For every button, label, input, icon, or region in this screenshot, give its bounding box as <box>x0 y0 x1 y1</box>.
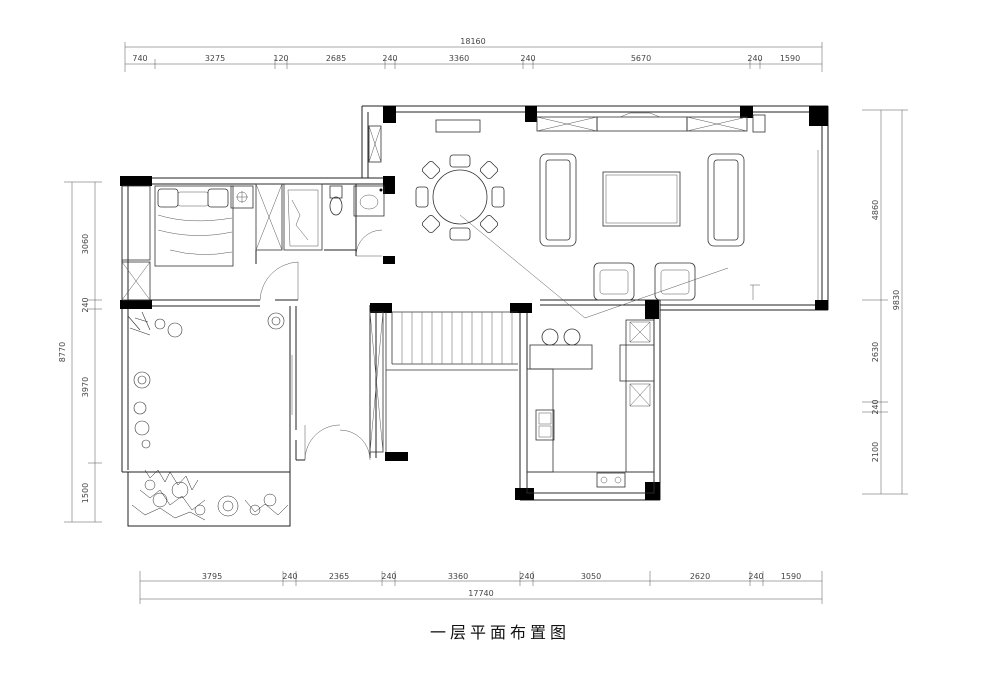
garden-plants <box>127 311 293 521</box>
bottom-dim-1: 3795 <box>202 572 222 581</box>
bottom-dim-3: 2365 <box>329 572 349 581</box>
top-dim-10: 1590 <box>780 54 800 63</box>
bottom-dim-4: 240 <box>381 572 396 581</box>
right-dim-2: 2630 <box>871 342 880 362</box>
top-dim-4: 2685 <box>326 54 346 63</box>
bottom-total-dimension: 17740 <box>468 589 493 598</box>
top-dim-8: 5670 <box>631 54 651 63</box>
right-total-dimension: 9830 <box>892 290 901 310</box>
left-total-dimension: 8770 <box>58 342 67 362</box>
drawing-title: 一层平面布置图 <box>429 623 570 642</box>
bottom-dim-6: 240 <box>519 572 534 581</box>
left-dim-1: 3060 <box>81 234 90 254</box>
left-dimension-chain: 3060 240 3970 1500 8770 <box>58 181 102 523</box>
bottom-dim-7: 3050 <box>581 572 601 581</box>
left-dim-3: 3970 <box>81 377 90 397</box>
dining-table-set <box>415 154 505 241</box>
right-dim-3: 240 <box>871 399 880 414</box>
bottom-dim-8: 2620 <box>690 572 710 581</box>
bedroom-furniture <box>121 183 385 301</box>
right-dimension-chain: 4860 2630 240 2100 9830 <box>862 109 908 495</box>
bottom-dim-9: 240 <box>748 572 763 581</box>
top-dim-7: 240 <box>520 54 535 63</box>
entrance-door <box>304 424 371 461</box>
left-dim-2: 240 <box>81 297 90 312</box>
top-total-dimension: 18160 <box>460 37 485 46</box>
living-room-furniture <box>435 112 819 319</box>
left-dim-4: 1500 <box>81 483 90 503</box>
top-dim-1: 740 <box>132 54 147 63</box>
top-dim-9: 240 <box>747 54 762 63</box>
right-dim-4: 2100 <box>871 442 880 462</box>
kitchen-fixtures <box>526 319 655 494</box>
living-side-window <box>368 125 382 163</box>
top-dimension-chain: 18160 740 3275 120 2685 240 3360 240 567… <box>124 37 823 72</box>
structural-columns <box>120 106 828 500</box>
exterior-walls <box>121 105 829 527</box>
top-dim-5: 240 <box>382 54 397 63</box>
bottom-dim-10: 1590 <box>781 572 801 581</box>
bottom-dim-5: 3360 <box>448 572 468 581</box>
bottom-dimension-chain: 3795 240 2365 240 3360 240 3050 2620 240… <box>139 571 823 604</box>
bottom-dim-2: 240 <box>282 572 297 581</box>
top-dim-6: 3360 <box>449 54 469 63</box>
top-dim-3: 120 <box>273 54 288 63</box>
right-dim-1: 4860 <box>871 200 880 220</box>
top-dim-2: 3275 <box>205 54 225 63</box>
staircase <box>369 311 518 453</box>
